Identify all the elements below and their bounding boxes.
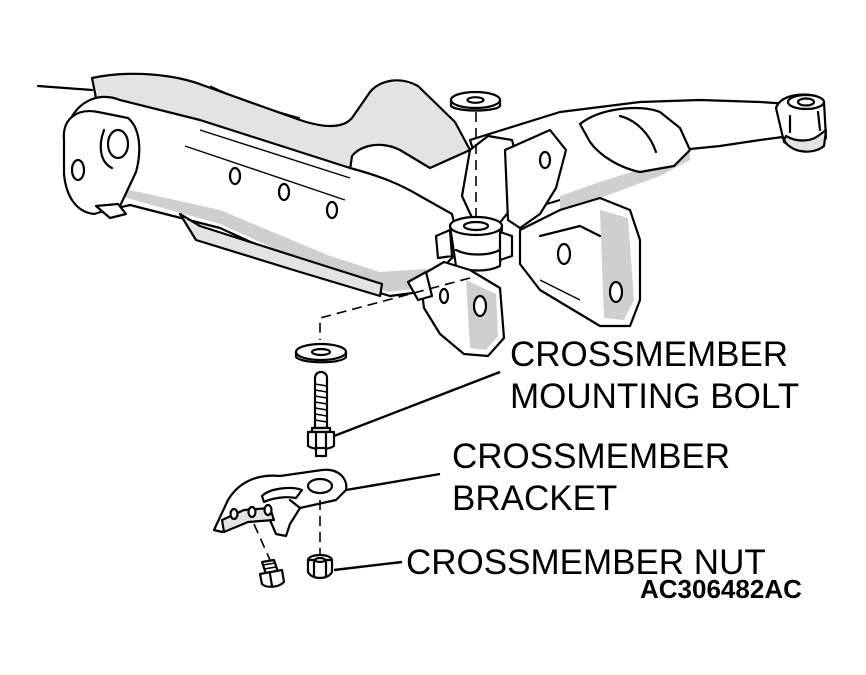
lower-washer (294, 342, 348, 364)
crossmember-bracket-part (212, 468, 348, 561)
label-nut: CROSSMEMBER NUT (406, 543, 766, 582)
label-bracket-line1: CROSSMEMBER (452, 437, 731, 476)
crossmember-frame (36, 72, 472, 298)
crossmember-nut-part (306, 553, 334, 580)
crossmember-mounting-bolt (306, 370, 336, 458)
label-bolt-line2: MOUNTING BOLT (510, 377, 800, 416)
bracket-leader-line (345, 472, 441, 492)
nut-leader-line (333, 560, 403, 572)
lower-centerline (319, 277, 471, 340)
label-bracket-line2: BRACKET (452, 479, 618, 518)
bolt-leader-line (333, 370, 501, 438)
upper-washer (449, 90, 502, 112)
right-lower-bracket (518, 196, 642, 328)
label-bolt-line1: CROSSMEMBER (510, 335, 789, 374)
center-mount-assembly (406, 128, 568, 358)
bracket-bolt (258, 558, 286, 588)
figure-code: AC306482AC (640, 574, 802, 604)
